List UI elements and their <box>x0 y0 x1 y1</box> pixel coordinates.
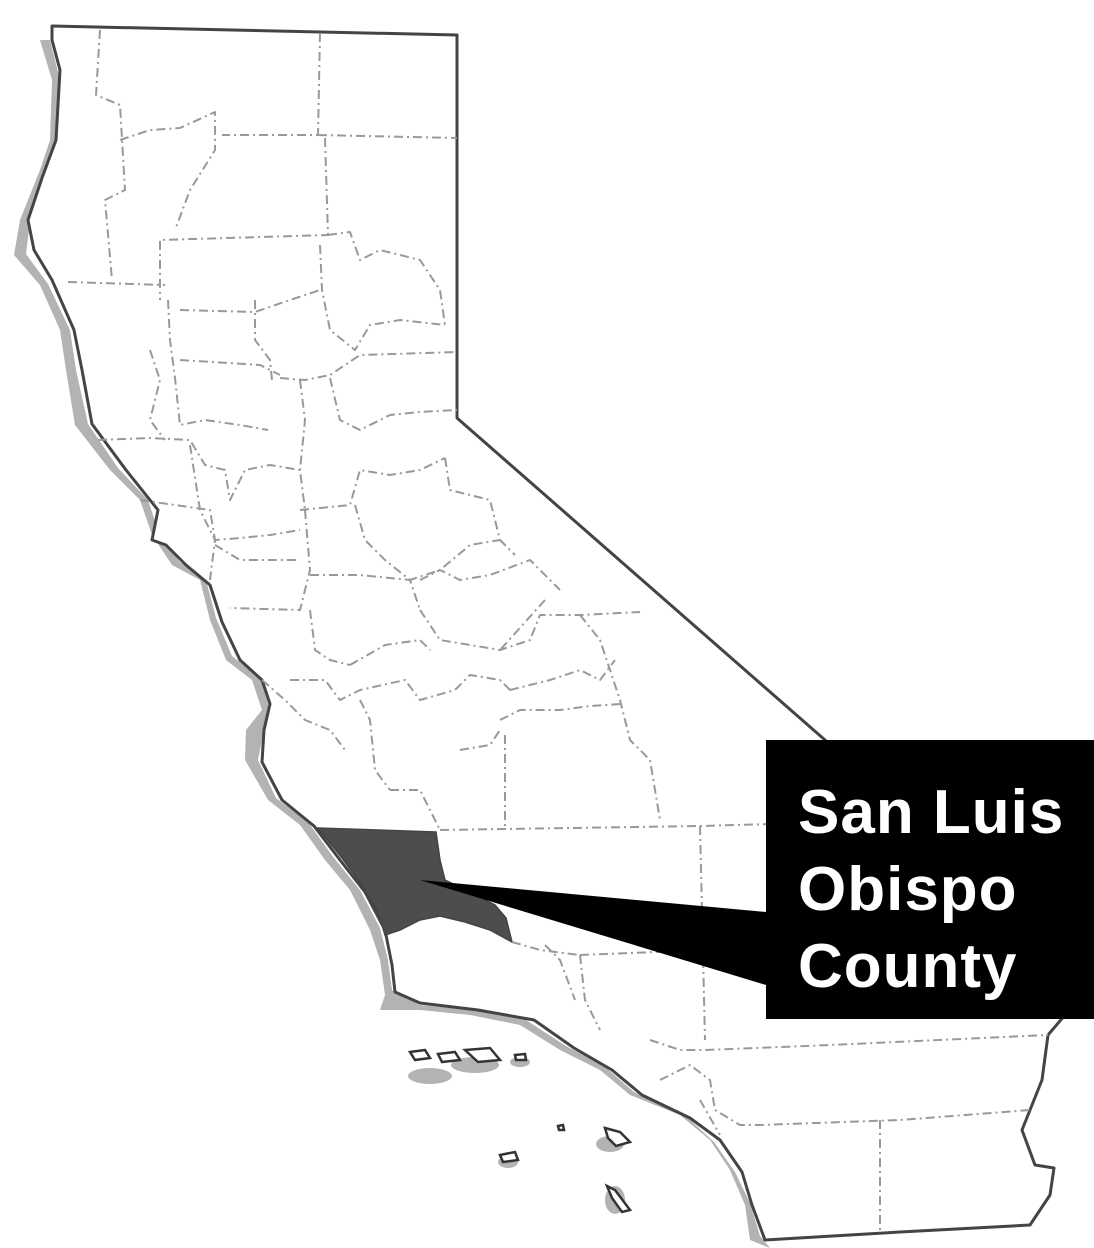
san-luis-obispo-county <box>316 827 514 944</box>
county-borders <box>67 29 1049 1232</box>
callout-line-1: San Luis <box>798 778 1065 847</box>
callout-line-3: County <box>798 932 1018 1001</box>
callout-pointer <box>420 880 766 985</box>
callout-line-2: Obispo <box>798 855 1018 924</box>
channel-islands <box>407 1046 633 1214</box>
county-callout: San Luis Obispo County <box>766 740 1094 1019</box>
